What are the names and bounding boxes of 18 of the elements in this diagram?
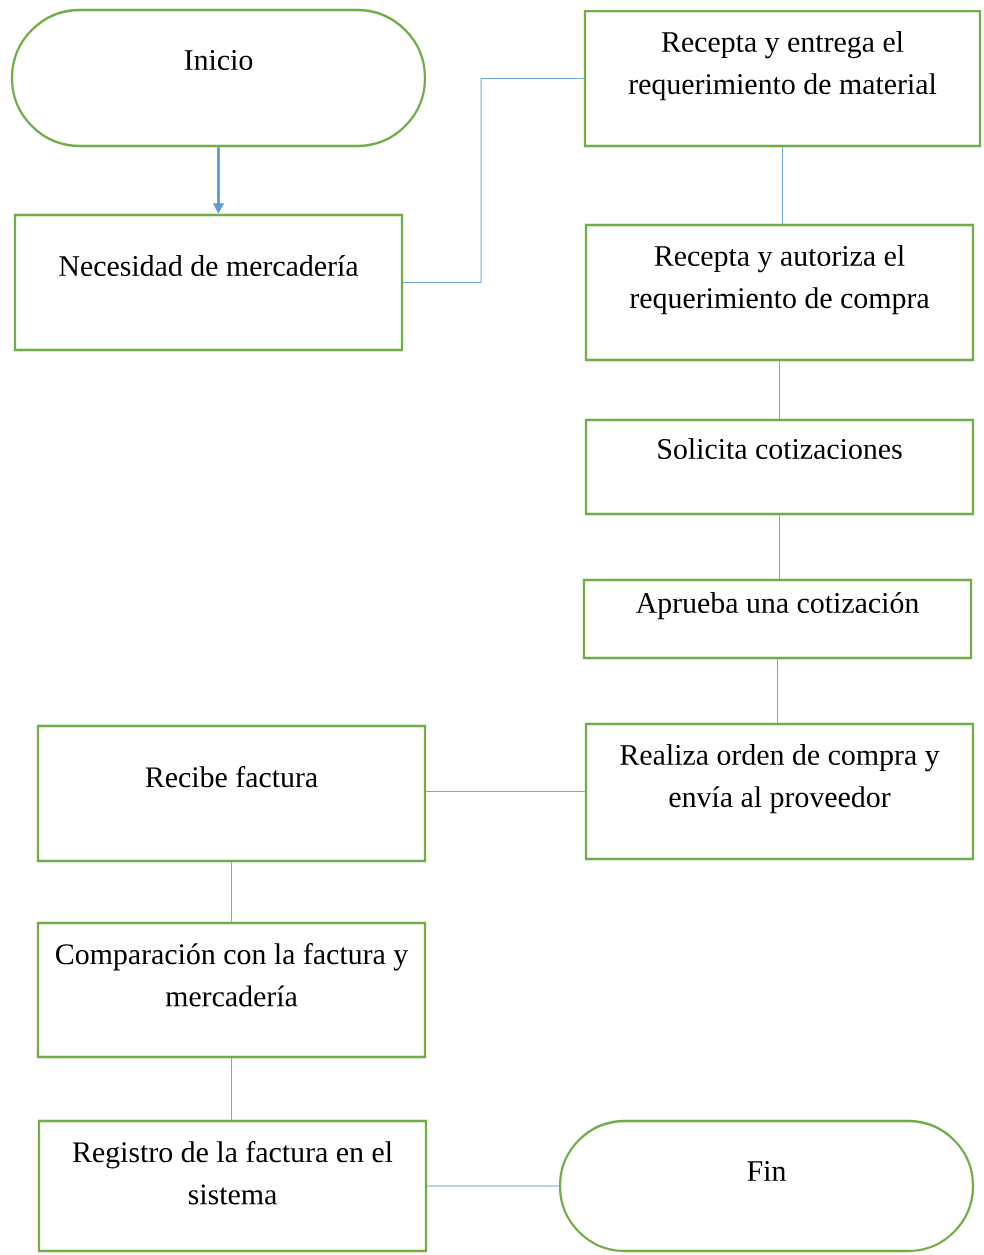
process-box: Recepta y autoriza el requerimiento de compra [584,223,975,362]
process-box: Comparación con la factura y mercadería [36,921,427,1059]
process-box: Recibe factura [36,724,427,863]
connector-line [402,78,585,283]
process-box: Registro de la factura en el sistema [37,1119,428,1253]
connector-line [782,146,783,225]
process-box: Necesidad de mercadería [13,213,404,352]
connector-line [777,658,778,724]
connector-line [231,861,232,923]
process-box: Solicita cotizaciones [584,418,975,516]
process-box: Realiza orden de compra y envía al proveedor [584,722,975,861]
connector-line [425,791,586,792]
connector-line [426,1185,560,1187]
connector-line [779,360,780,420]
process-box: Recepta y entrega el requerimiento de material [583,9,982,148]
connector-line [231,1057,232,1121]
process-box: Aprueba una cotización [582,578,973,660]
connector-line [779,514,780,580]
